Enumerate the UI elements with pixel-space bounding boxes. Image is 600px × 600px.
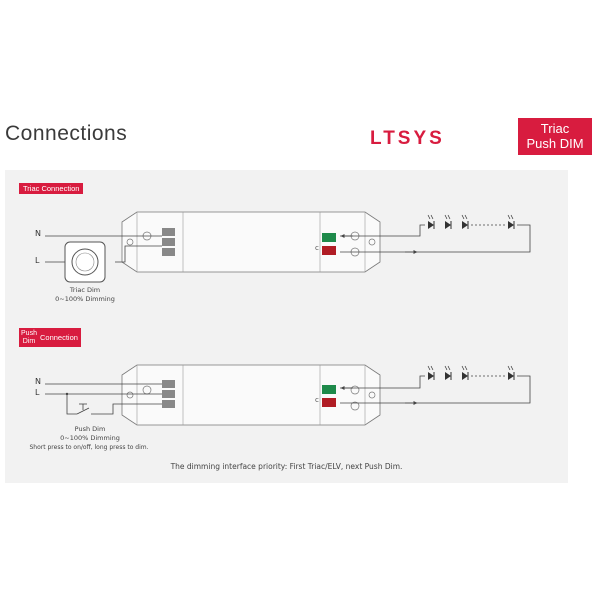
wiring-diagram: c xyxy=(45,211,531,426)
push-tag-word1: Push xyxy=(21,330,37,337)
mode-badge-line1: Triac xyxy=(540,121,570,136)
push-dim-tag-word: Push Dim xyxy=(19,330,39,345)
triac-wire-l-label: L xyxy=(35,256,40,265)
mode-badge: Triac Push DIM xyxy=(518,118,592,155)
dimming-priority-note: The dimming interface priority: First Tr… xyxy=(170,462,403,471)
mode-badge-line2: Push DIM xyxy=(526,136,584,151)
svg-text:c: c xyxy=(315,244,319,252)
triac-device-range: 0~100% Dimming xyxy=(55,295,115,303)
push-wire-l-label: L xyxy=(35,388,40,397)
push-connection-tag: Push Dim Connection xyxy=(19,328,81,347)
push-tag-word2: Dim xyxy=(22,337,36,345)
triac-device-name: Triac Dim xyxy=(69,286,101,294)
svg-text:c: c xyxy=(315,396,319,404)
push-led-string xyxy=(425,365,517,381)
push-driver-unit: c xyxy=(121,364,381,426)
triac-dimmer-icon xyxy=(64,241,106,283)
push-device-note: Short press to on/off, long press to dim… xyxy=(29,444,149,451)
triac-connection-tag: Triac Connection xyxy=(19,183,84,194)
push-wire-n-label: N xyxy=(35,377,41,386)
push-device-name: Push Dim xyxy=(74,425,106,433)
wiring-diagram-panel: c xyxy=(5,170,568,483)
push-tag-word3: Connection xyxy=(40,333,78,342)
triac-wire-n-label: N xyxy=(35,229,41,238)
push-switch-icon xyxy=(65,392,162,415)
brand-logo: LTSYS xyxy=(370,128,445,149)
triac-driver-unit: c xyxy=(121,211,381,273)
triac-led-string xyxy=(425,214,517,230)
page-title: Connections xyxy=(5,122,128,145)
push-device-range: 0~100% Dimming xyxy=(60,434,120,442)
